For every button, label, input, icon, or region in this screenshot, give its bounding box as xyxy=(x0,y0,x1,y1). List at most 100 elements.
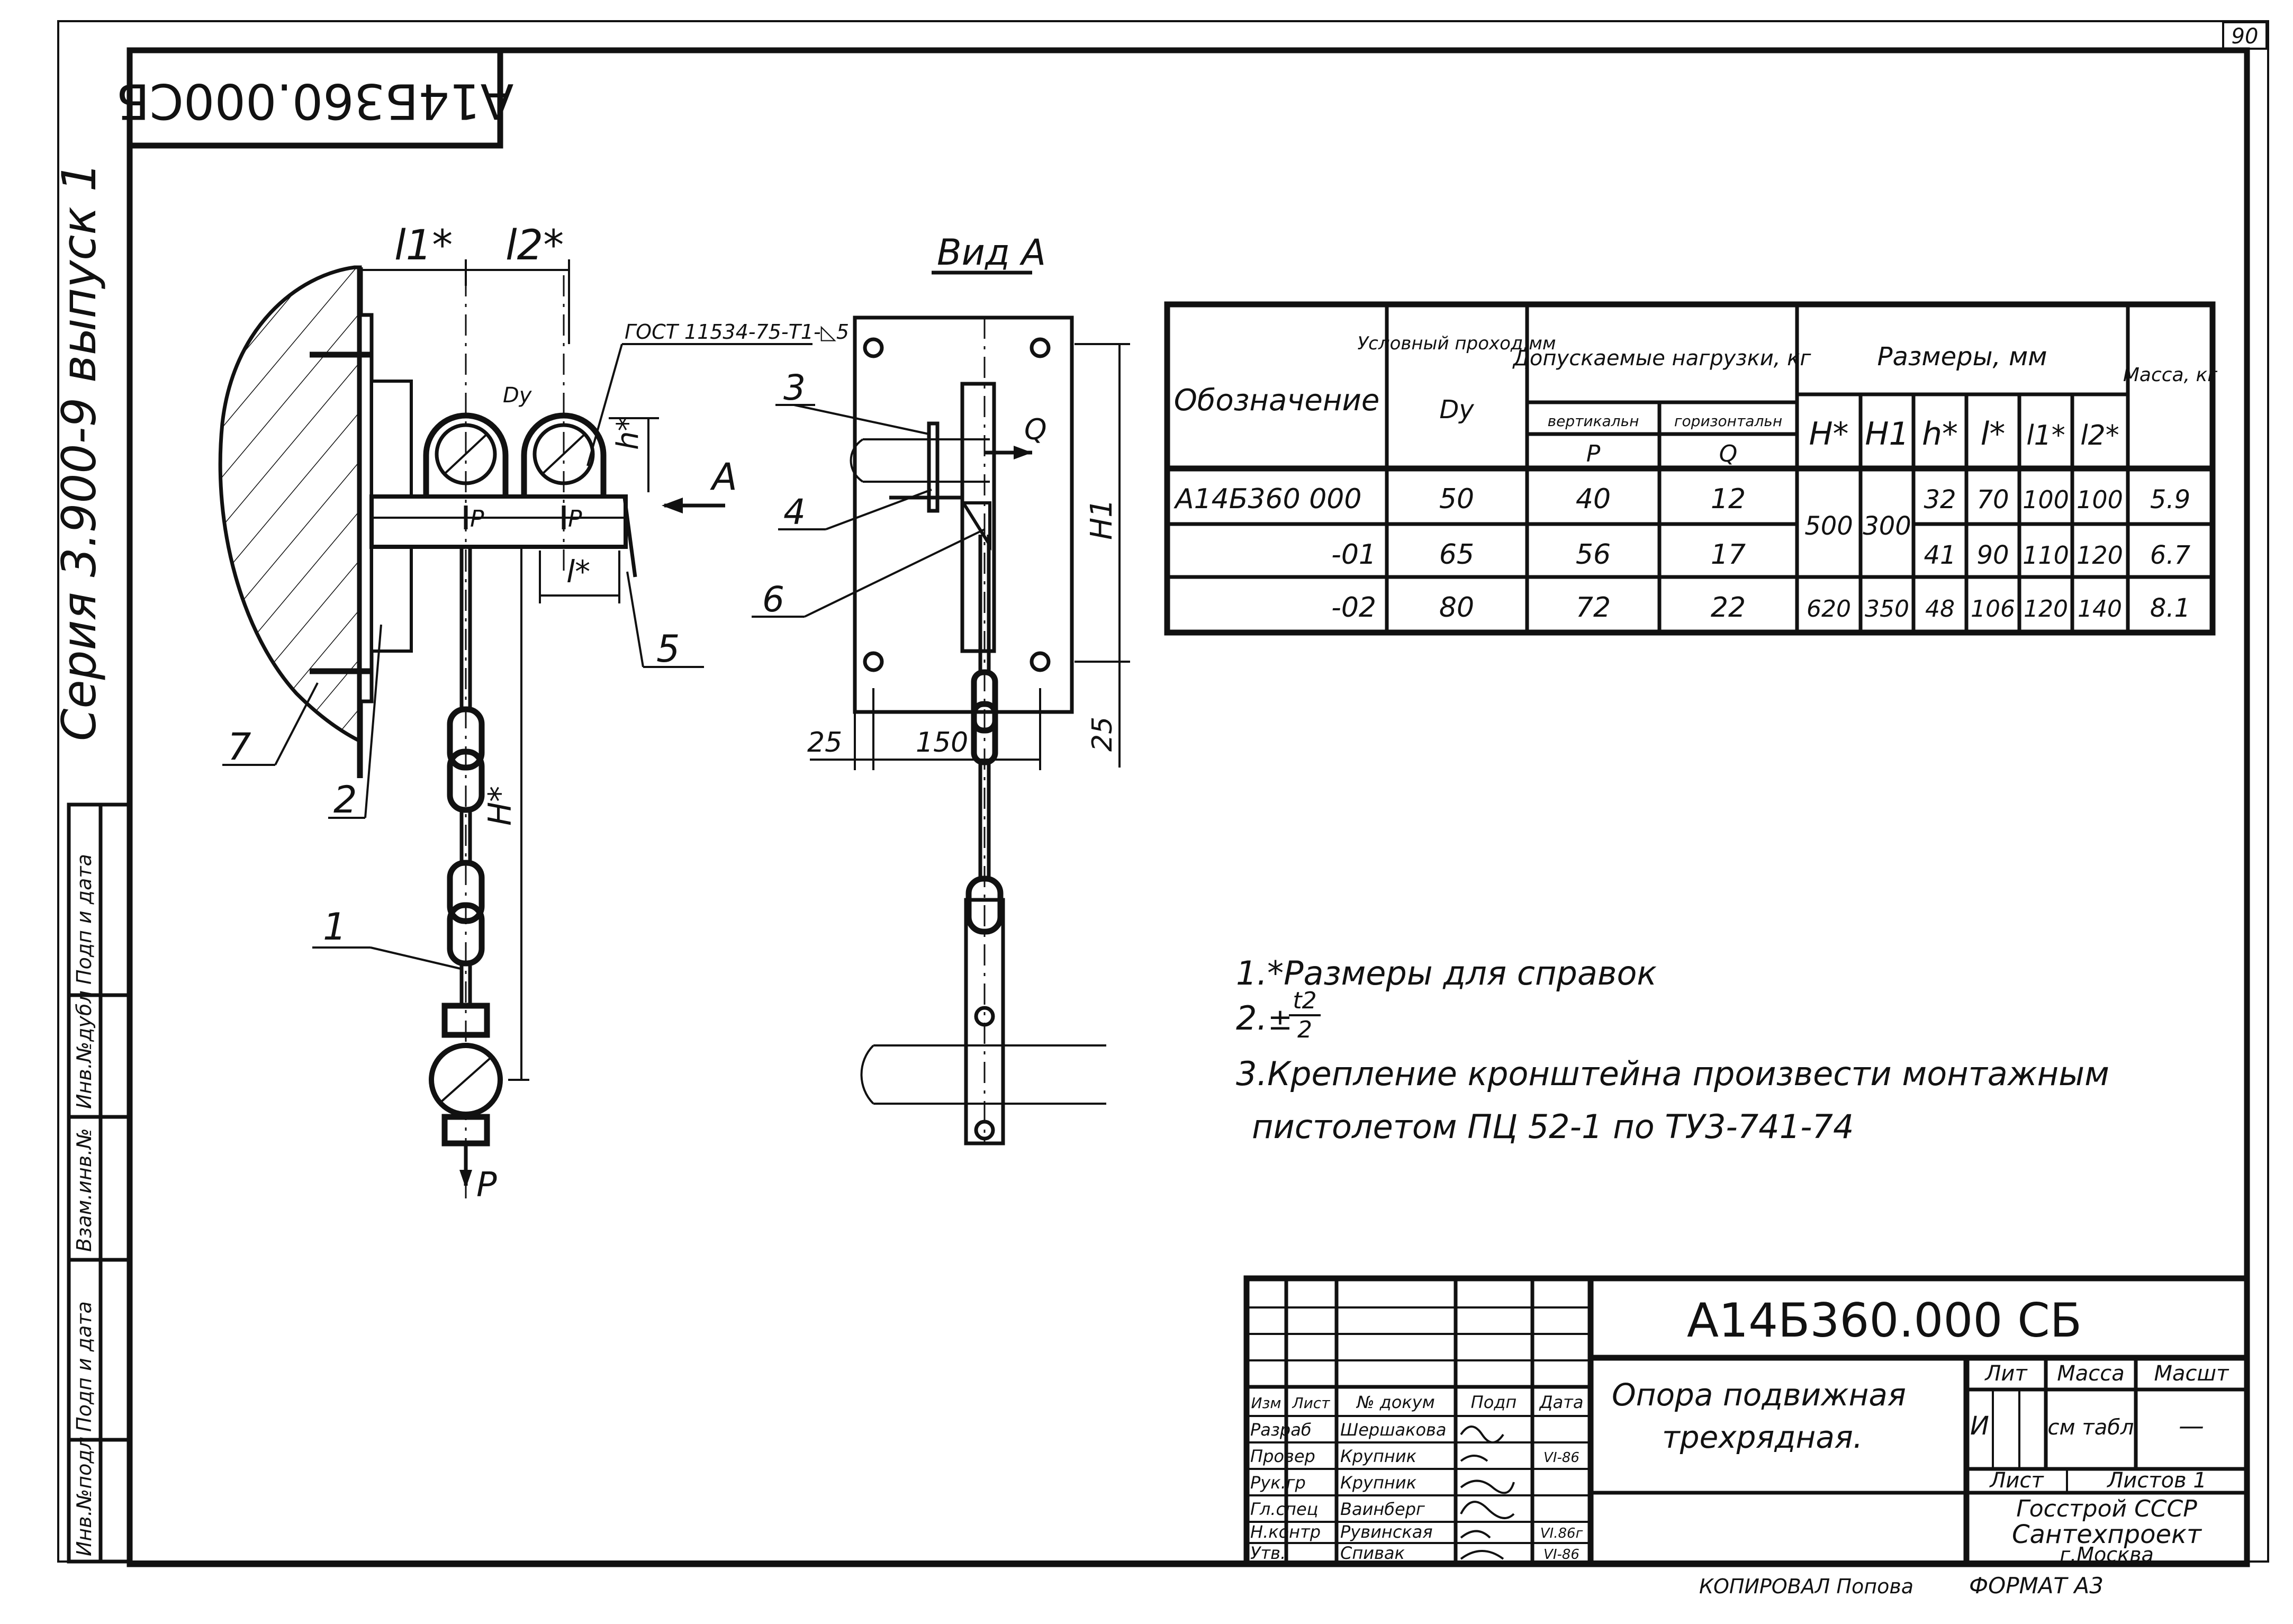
r0-h: 32 xyxy=(1924,485,1956,515)
r2-p: 72 xyxy=(1576,592,1611,624)
clamp-upper xyxy=(441,1003,490,1038)
r1-dy: 65 xyxy=(1439,539,1474,571)
load-p-1: P xyxy=(470,506,484,533)
r2-l: 106 xyxy=(1971,596,2015,622)
callout-6: 6 xyxy=(762,579,784,620)
tb-name-5: Спивак xyxy=(1340,1543,1405,1563)
tb-lit-label: Лит xyxy=(1984,1361,2028,1386)
tb-role-1: Провер xyxy=(1250,1446,1315,1466)
tb-col-doc: № докум xyxy=(1356,1392,1435,1412)
callout-2: 2 xyxy=(333,778,357,822)
r1-p: 56 xyxy=(1576,539,1611,571)
dim-H1: H1 xyxy=(1085,499,1119,540)
r0-l1: 100 xyxy=(2023,485,2069,514)
callout-1: 1 xyxy=(323,905,347,949)
code-stamp: А14Б360.000СБ xyxy=(116,73,514,130)
tb-role-5: Утв. xyxy=(1250,1543,1286,1563)
footer-format: ФОРМАТ А3 xyxy=(1969,1573,2104,1599)
r0-mass: 5.9 xyxy=(2150,485,2190,515)
merged-H: 500 xyxy=(1804,511,1853,541)
tb-col-izm: Изм xyxy=(1251,1394,1281,1412)
th-vertical: вертикальн xyxy=(1548,412,1639,430)
dim-l: l* xyxy=(566,554,590,590)
r0-l: 70 xyxy=(1976,485,2009,515)
tb-name-1b: Крупник xyxy=(1340,1446,1417,1466)
load-p-2: P xyxy=(568,506,582,533)
page-number: 90 xyxy=(2232,24,2259,49)
chain-link-3 xyxy=(447,860,485,924)
r2-dy: 80 xyxy=(1439,592,1474,624)
view-a-plate xyxy=(853,315,1074,714)
r1-l1: 110 xyxy=(2023,541,2069,570)
th-sizes: Размеры, мм xyxy=(1877,342,2047,372)
signature-scribble xyxy=(1460,1425,1515,1560)
title-block: А14Б360.000 СБ Опора подвижная трехрядна… xyxy=(1243,1275,2250,1567)
tb-col-date: Дата xyxy=(1539,1392,1584,1412)
tb-mass-label: Масса xyxy=(2057,1361,2125,1386)
weld-note: ГОСТ 11534-75-Т1-◺5 xyxy=(625,320,849,344)
arrow-a-label: А xyxy=(710,455,737,499)
note-4: пистолетом ПЦ 52-1 по ТУ3-741-74 xyxy=(1252,1107,1854,1146)
bracket-channel xyxy=(369,494,628,549)
chain-link-1 xyxy=(447,706,485,771)
note-1: 1.*Размеры для справок xyxy=(1236,954,1657,993)
tb-date-5: VI-86 xyxy=(1543,1547,1579,1563)
note-3: 3.Крепление кронштейна произвести монтаж… xyxy=(1236,1054,2109,1093)
load-p-bottom: P xyxy=(476,1166,497,1205)
note-2-prefix: 2. xyxy=(1236,999,1267,1037)
side-stamp-3: Взам.инв.№ xyxy=(73,1128,96,1252)
r0-designation: А14Б360 000 xyxy=(1173,483,1361,515)
tb-name-4: Рувинская xyxy=(1340,1522,1433,1542)
tb-name-1: Опора подвижная xyxy=(1612,1377,1906,1413)
r1-q: 17 xyxy=(1711,539,1746,571)
tb-org-2: Сантехпроект xyxy=(2012,1520,2202,1549)
th-loads: Допускаемые нагрузки, кг xyxy=(1512,346,1812,371)
r2-h: 48 xyxy=(1925,596,1955,622)
th-h: h* xyxy=(1922,416,1958,453)
r1-h: 41 xyxy=(1924,540,1956,570)
tb-date-4: VI.86г xyxy=(1540,1526,1583,1541)
tb-sheets-label: Листов 1 xyxy=(2106,1468,2207,1493)
th-designation: Обозначение xyxy=(1174,383,1380,418)
tb-code: А14Б360.000 СБ xyxy=(1687,1293,2082,1348)
r1-designation: -01 xyxy=(1331,539,1376,571)
r2-l1: 120 xyxy=(2024,596,2068,622)
th-nominal: Условный проход,мм xyxy=(1357,333,1556,354)
tb-scale-label: Масшт xyxy=(2154,1361,2230,1386)
view-a-hanger xyxy=(964,898,1005,1145)
th-mass: Масса, кг xyxy=(2123,364,2218,386)
side-stamp-1: Подп и дата xyxy=(73,854,96,985)
r0-q: 12 xyxy=(1711,483,1746,515)
r1-mass: 6.7 xyxy=(2150,540,2191,570)
r2-mass: 8.1 xyxy=(2150,593,2190,623)
page-number-box xyxy=(2222,21,2268,50)
th-nominal-sym: Dy xyxy=(1439,395,1474,425)
th-H: H* xyxy=(1809,416,1848,453)
r2-H: 620 xyxy=(1807,596,1851,622)
load-q: Q xyxy=(1024,413,1047,446)
th-H1: H1 xyxy=(1865,416,1909,453)
dim-l2: l2* xyxy=(505,222,564,269)
tb-role-4: Н.контр xyxy=(1250,1522,1321,1542)
side-stamp-4: Подп и дата xyxy=(73,1301,96,1432)
callout-5: 5 xyxy=(656,627,680,671)
note-2-pm: ± xyxy=(1268,1003,1293,1037)
th-l2: l2* xyxy=(2080,420,2119,452)
tb-date-1: VI-86 xyxy=(1543,1450,1579,1466)
merged-H1: 300 xyxy=(1863,511,1911,541)
r1-l: 90 xyxy=(1976,540,2009,570)
spec-table: Обозначение Условный проход,мм Dy Допуск… xyxy=(1164,301,2218,636)
series-label: Серия 3.900-9 выпуск 1 xyxy=(52,162,106,741)
dim-25-right: 25 xyxy=(1087,717,1118,752)
tb-col-sign: Подп xyxy=(1471,1392,1517,1412)
tb-scale-value: — xyxy=(2179,1411,2204,1441)
tb-org-3: г.Москва xyxy=(2060,1543,2154,1566)
tb-col-list: Лист xyxy=(1292,1394,1331,1412)
dim-H: H* xyxy=(482,786,519,826)
r2-q: 22 xyxy=(1711,592,1746,624)
r2-H1: 350 xyxy=(1865,596,1909,622)
code-stamp-box xyxy=(127,47,503,149)
r0-dy: 50 xyxy=(1439,483,1474,515)
callout-7: 7 xyxy=(228,725,251,769)
side-stamp-2: Инв.№дубл xyxy=(73,990,96,1109)
